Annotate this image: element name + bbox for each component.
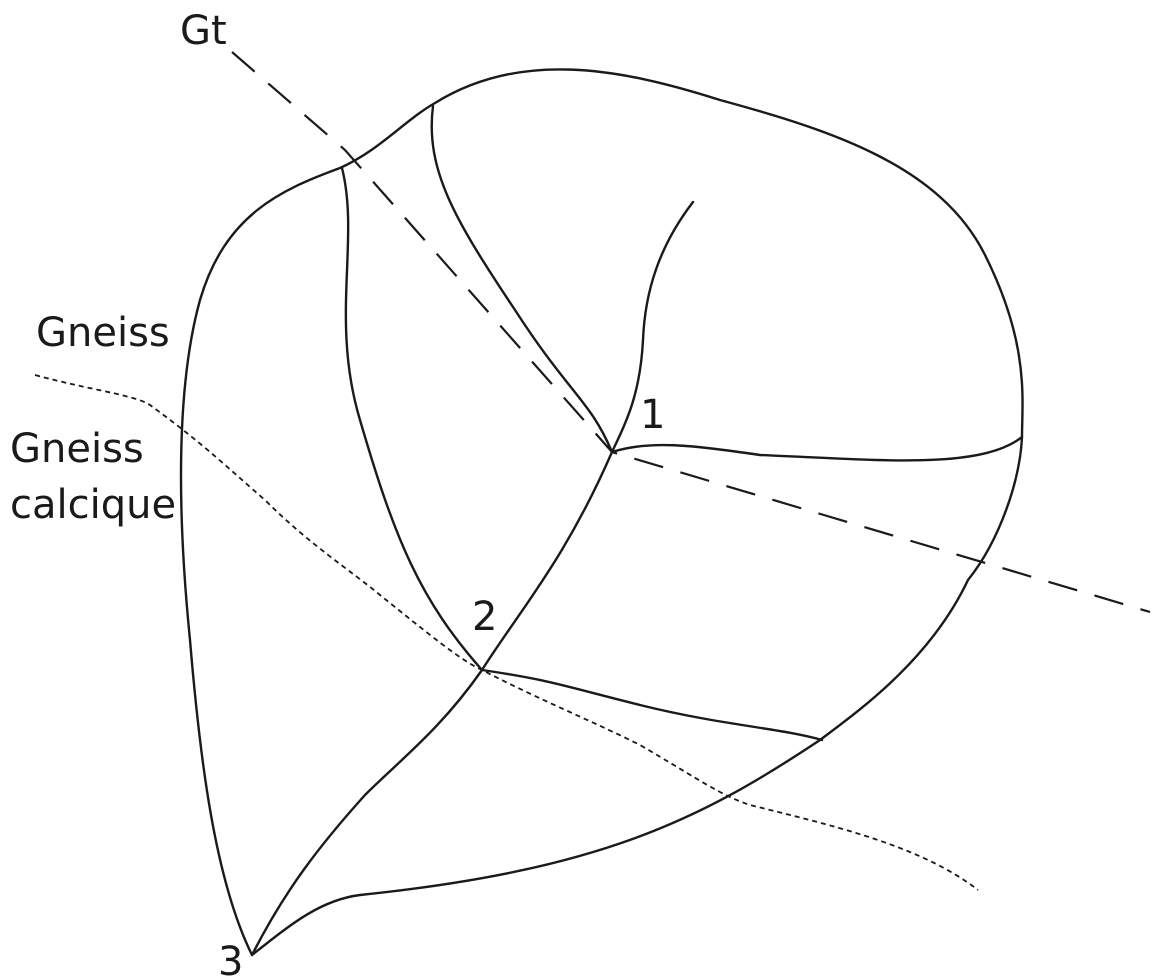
boundary-right-branch — [610, 435, 1024, 462]
label-gt: Gt — [180, 8, 227, 54]
boundary-1-to-2 — [480, 450, 614, 672]
label-gneiss-calcique-line1: Gneiss — [10, 426, 144, 472]
boundary-2-to-3 — [250, 668, 484, 957]
boundary-left-arc — [340, 166, 484, 672]
label-gneiss: Gneiss — [36, 310, 170, 356]
label-point-2: 2 — [472, 594, 497, 640]
label-gneiss-calcique-line2: calcique — [10, 482, 176, 528]
label-point-3: 3 — [218, 939, 243, 978]
gt-dashed-line — [231, 51, 1151, 614]
outer-boundary — [179, 68, 1024, 957]
boundary-2-lower-branch — [480, 668, 824, 742]
boundary-upper-arc — [430, 104, 614, 454]
boundary-inner-spur — [610, 200, 695, 454]
label-point-1: 1 — [640, 392, 665, 438]
